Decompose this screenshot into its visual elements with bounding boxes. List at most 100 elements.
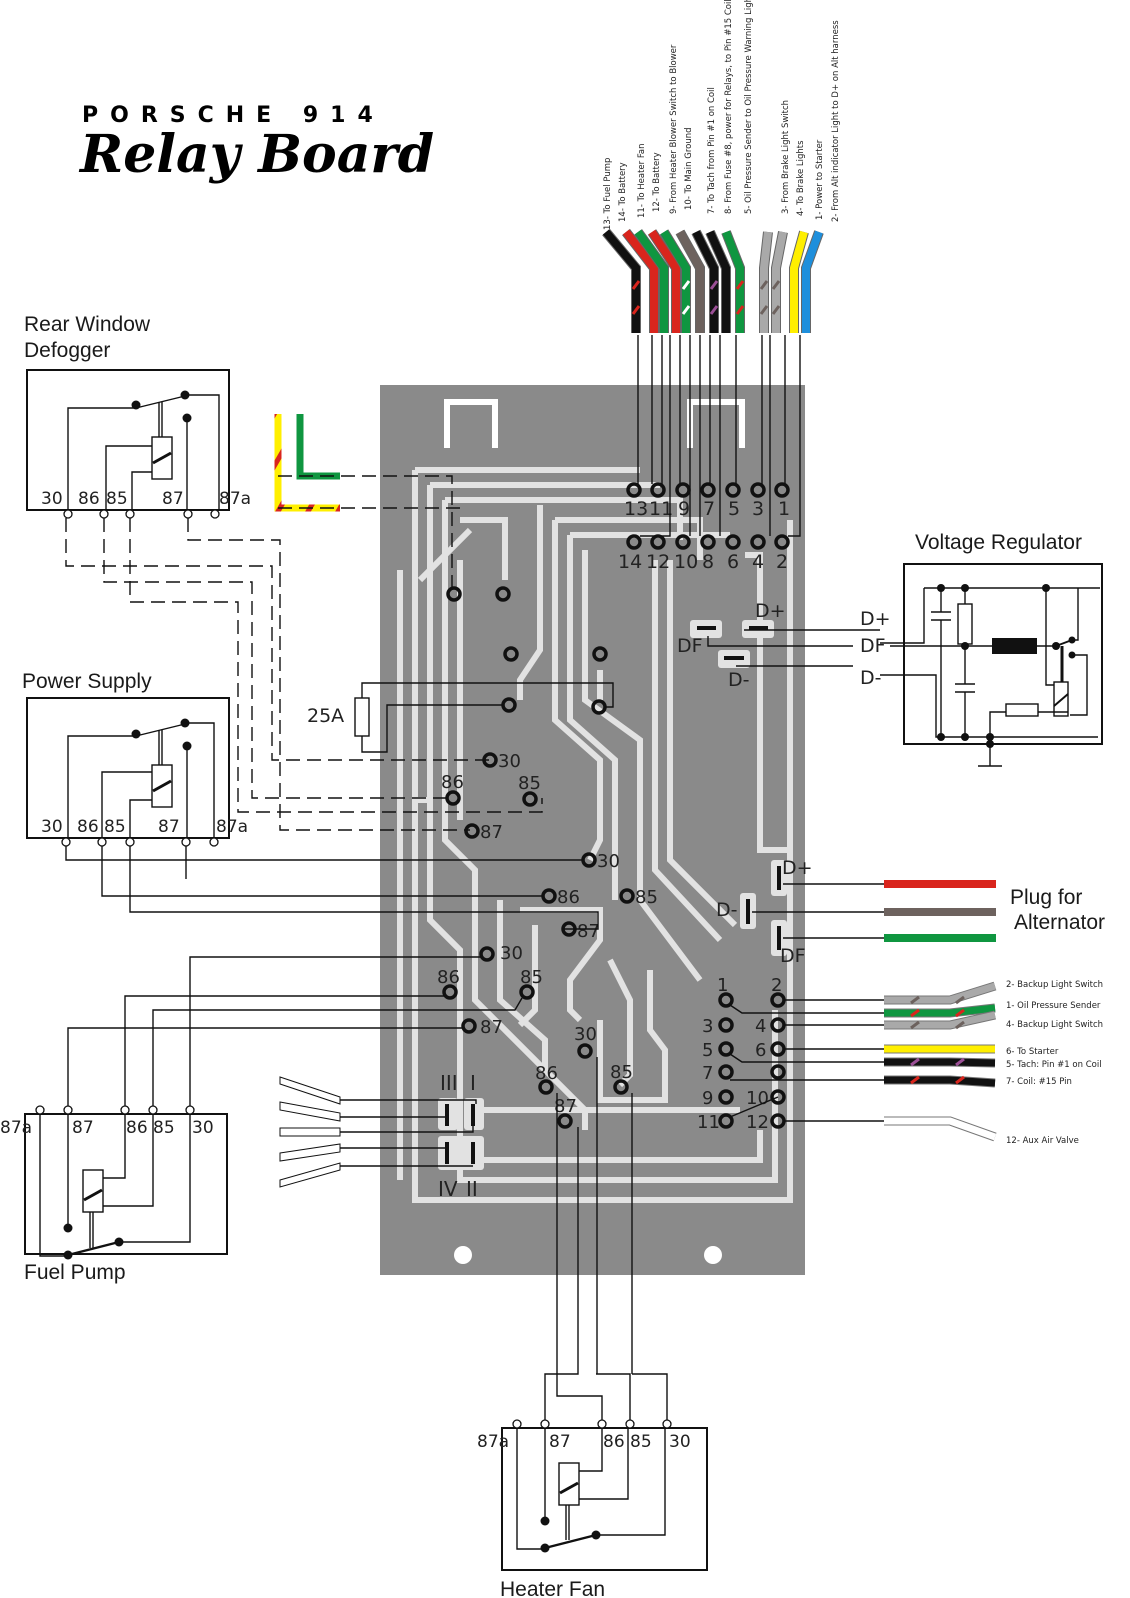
pin-label: 7 xyxy=(702,1063,713,1084)
spade-terminal xyxy=(279,1076,341,1105)
board-socket-labels: 30 86 85 87 30 86 85 87 30 86 85 87 30 8… xyxy=(437,751,658,1117)
top-connector-wires xyxy=(637,335,801,537)
relay-fuel-pump: Fuel Pump 87a 87 86 85 30 xyxy=(0,956,523,1284)
pin-label: 30 xyxy=(498,751,521,772)
harness-label: 14- To Battery xyxy=(618,162,628,222)
harness-wire xyxy=(759,231,773,333)
mounting-hole xyxy=(454,1246,472,1264)
connector-pads xyxy=(438,620,787,1170)
harness-label: 7- To Tach from Pin #1 on Coil xyxy=(707,87,717,214)
pin-label: 87a xyxy=(0,1118,32,1138)
pin-label: 87 xyxy=(480,822,503,843)
pad-label: III xyxy=(440,1071,458,1095)
voltage-regulator: Voltage Regulator D+ DF D- xyxy=(707,531,1103,767)
terminal-label: D- xyxy=(860,667,882,689)
pin-label: 3 xyxy=(752,498,764,520)
top-connector-row-lower xyxy=(626,534,790,550)
pin-label: 2 xyxy=(776,551,788,573)
top-harness xyxy=(602,228,824,333)
pin-label: 7 xyxy=(703,498,715,520)
switch-connector: III I IV II xyxy=(279,1071,478,1201)
relay-label: Fuel Pump xyxy=(24,1261,126,1284)
pad-label: IV xyxy=(438,1177,458,1201)
pad-label: D+ xyxy=(755,600,786,622)
pad-label: II xyxy=(466,1177,478,1201)
pin-label: 11 xyxy=(649,498,673,520)
regulator-label: Voltage Regulator xyxy=(915,531,1082,554)
alt-wire-dminus xyxy=(884,908,996,916)
harness-label: 3- From Brake Light Switch xyxy=(781,100,791,214)
fuse-25a: 25A xyxy=(307,682,614,753)
harness-label: 2- Backup Light Switch xyxy=(1006,980,1103,990)
board-notch xyxy=(444,399,498,448)
pin-label: 30 xyxy=(41,489,63,509)
harness-wire xyxy=(659,229,691,333)
pin-label: 87 xyxy=(72,1118,94,1138)
harness-label: 13- To Fuel Pump xyxy=(603,158,613,230)
harness-label: 10- To Main Ground xyxy=(684,128,694,211)
pin-label: 86 xyxy=(126,1118,148,1138)
pin-label: 4 xyxy=(752,551,764,573)
pin-label: 11 xyxy=(697,1112,720,1133)
pad-label: D+ xyxy=(782,857,813,879)
pin-label: 85 xyxy=(610,1062,633,1083)
pin-label: 85 xyxy=(630,1432,652,1452)
mounting-hole xyxy=(704,1246,722,1264)
harness-wire xyxy=(884,1075,996,1088)
pin-label: 85 xyxy=(520,967,543,988)
relay-label: Heater Fan xyxy=(500,1578,605,1598)
harness-label: 11- To Heater Fan xyxy=(637,143,647,218)
plug-label: Alternator xyxy=(1014,911,1105,934)
harness-wire xyxy=(721,230,745,333)
alt-wire-dplus xyxy=(884,880,996,888)
pin-label: 87 xyxy=(162,489,184,509)
right-harness xyxy=(884,981,997,1142)
pin-label: 5 xyxy=(728,498,740,520)
harness-wire xyxy=(705,229,731,333)
harness-label: 1- Power to Starter xyxy=(815,139,825,220)
pin-label: 5 xyxy=(702,1040,713,1061)
pin-label: 30 xyxy=(669,1432,691,1452)
harness-wire xyxy=(771,231,788,333)
pin-label: 30 xyxy=(597,851,620,872)
pin-label: 2 xyxy=(771,975,782,996)
pin-label: 85 xyxy=(104,817,126,837)
pin-label: 87 xyxy=(480,1017,503,1038)
harness-label: 6- To Starter xyxy=(1006,1047,1059,1057)
harness-wire xyxy=(633,229,669,333)
spade-terminal xyxy=(279,1162,341,1188)
pin-label: 30 xyxy=(192,1118,214,1138)
pin-label: 87 xyxy=(554,1096,577,1117)
relay-label: Rear Window xyxy=(24,313,151,336)
pad-label: DF xyxy=(780,945,806,967)
ground-wire-legend xyxy=(274,414,340,512)
top-connector: 13 11 9 7 5 3 1 14 12 10 8 6 4 2 xyxy=(618,482,790,573)
harness-wire xyxy=(884,1003,996,1018)
pin-label: 8 xyxy=(702,551,714,573)
harness-label: 12- To Battery xyxy=(652,152,662,212)
board-relay-pads xyxy=(442,586,635,1129)
pad-label: DF xyxy=(677,635,703,657)
pin-label: 85 xyxy=(153,1118,175,1138)
title-block: PORSCHE 914 Relay Board xyxy=(78,103,434,185)
harness-wire xyxy=(884,981,997,1005)
pin-label: 1 xyxy=(717,975,728,996)
plug-label: Plug for xyxy=(1010,886,1082,909)
pin-label: 86 xyxy=(77,817,99,837)
lower-connector: 1 3 5 7 9 11 2 4 6 10 12 xyxy=(697,975,884,1133)
pin-label: 3 xyxy=(702,1016,713,1037)
harness-label: 7- Coil: #15 Pin xyxy=(1006,1077,1072,1087)
pin-label: 85 xyxy=(518,773,541,794)
harness-label: 4- Backup Light Switch xyxy=(1006,1020,1103,1030)
board-regulator-labels: D+ DF D- D+ D- DF xyxy=(677,600,813,967)
relay-heater-fan: Heater Fan 87a 87 86 85 30 xyxy=(477,1057,708,1598)
spade-terminal xyxy=(279,1101,341,1122)
pad-label: D- xyxy=(728,669,750,691)
top-connector-row-upper xyxy=(626,482,790,498)
pin-label: 86 xyxy=(437,967,460,988)
pin-label: 85 xyxy=(106,489,128,509)
pin-label: 6 xyxy=(755,1040,766,1061)
pin-label: 87a xyxy=(216,817,248,837)
pin-label: 6 xyxy=(727,551,739,573)
pin-label: 85 xyxy=(635,887,658,908)
